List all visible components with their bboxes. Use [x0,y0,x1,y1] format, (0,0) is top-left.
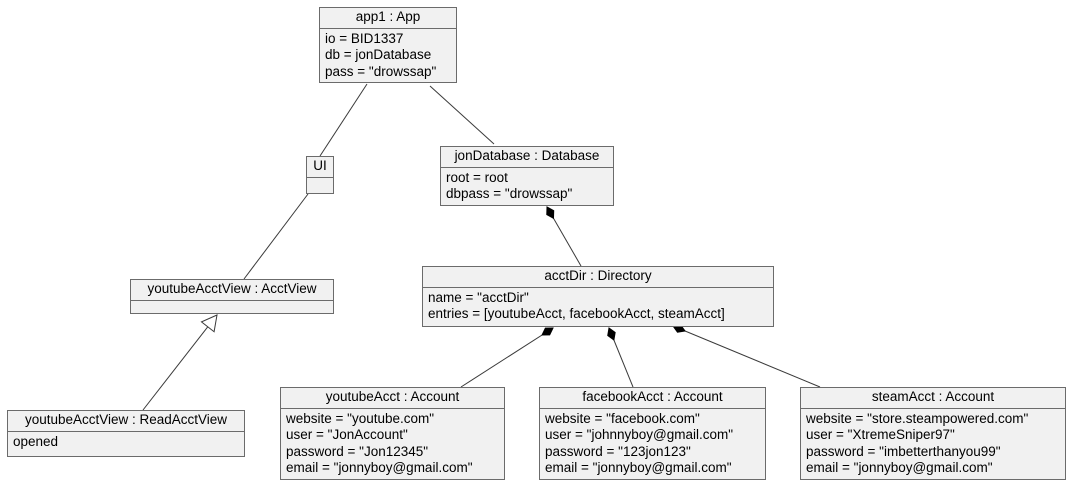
object-facebookacct[interactable]: facebookAcct : Account website = "facebo… [539,387,766,480]
generalization-link-readacctview-youtubeacctview [142,314,218,411]
composition-diamond [541,327,554,336]
object-title: steamAcct : Account [801,388,1065,409]
attribute-user: user = "JonAccount" [286,427,408,442]
attribute-password: password = "Jon12345" [286,443,429,459]
object-title: youtubeAcctView : ReadAcctView [8,411,244,432]
association-link-app1-ui [319,83,368,157]
object-title: app1 : App [320,8,456,29]
attribute-io: io = BID1337 [325,30,404,46]
attribute-password: password = "123jon123" [545,443,691,459]
attribute-entries: entries = [youtubeAcct, facebookAcct, st… [428,306,725,321]
object-steamacct[interactable]: steamAcct : Account website = "store.ste… [800,387,1066,480]
attribute-website: website = "store.steampowered.com" [806,410,1029,426]
attribute-website: website = "youtube.com" [286,410,435,426]
attribute-email: email = "jonnyboy@gmail.com" [545,460,732,475]
generalization-arrowhead [200,314,218,333]
composition-link-acctdir-facebookacct [607,327,634,388]
attribute-website: website = "facebook.com" [545,410,700,426]
link-line [243,193,309,280]
association-link-ui-youtubeacctview [243,193,309,280]
attribute-dbpass: dbpass = "drowssap" [446,186,573,201]
object-title: acctDir : Directory [423,267,773,288]
object-jondatabase[interactable]: jonDatabase : Database root = root dbpas… [440,146,614,206]
object-app1[interactable]: app1 : App io = BID1337 db = jonDatabase… [319,7,457,83]
attribute-user: user = "XtremeSniper97" [806,427,955,442]
link-line [319,83,368,157]
attribute-password: password = "imbetterthanyou99" [806,443,1001,459]
object-readacctview[interactable]: youtubeAcctView : ReadAcctView opened [7,410,245,457]
object-ui[interactable]: UI [306,156,334,194]
object-title: youtubeAcctView : AcctView [131,280,333,301]
attribute-pass: pass = "drowssap" [325,63,437,79]
composition-link-acctdir-youtubeacct [460,327,554,388]
link-line [460,327,554,388]
attribute-email: email = "jonnyboy@gmail.com" [286,460,473,475]
object-youtubeacct[interactable]: youtubeAcct : Account website = "youtube… [280,387,505,480]
attribute-name: name = "acctDir" [428,289,529,305]
object-youtubeacctview[interactable]: youtubeAcctView : AcctView [130,279,334,314]
association-link-app1-jondatabase [429,85,495,145]
attribute-opened: opened [13,433,59,449]
attribute-root: root = root [446,169,508,185]
attribute-email: email = "jonnyboy@gmail.com" [806,460,993,475]
attribute-user: user = "johnnyboy@gmail.com" [545,427,733,442]
attribute-db: db = jonDatabase [325,47,432,62]
object-acctdir[interactable]: acctDir : Directory name = "acctDir" ent… [422,266,774,327]
composition-diamond [546,206,555,220]
link-line [142,326,209,411]
object-title: facebookAcct : Account [540,388,765,409]
composition-link-acctdir-steamacct [672,324,821,388]
composition-link-jondatabase-acctdir [546,206,582,267]
object-title: youtubeAcct : Account [281,388,504,409]
object-title: UI [307,157,333,178]
link-line [429,85,495,145]
link-line [672,325,821,388]
composition-diamond [607,327,616,341]
object-title: jonDatabase : Database [441,147,613,168]
